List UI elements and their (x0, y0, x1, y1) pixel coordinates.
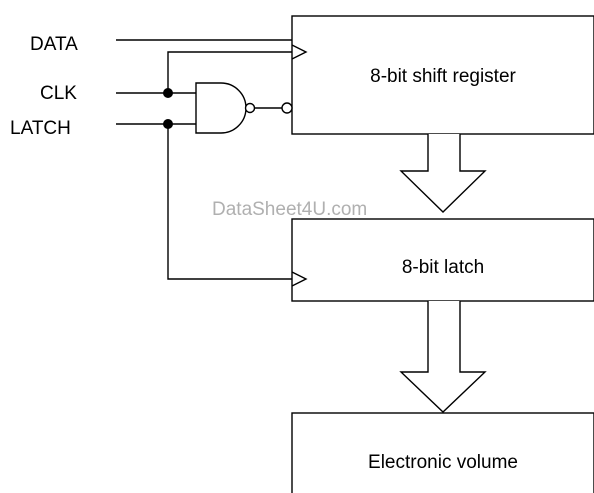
latch-clock-triangle (291, 271, 308, 287)
latch-label: 8-bit latch (402, 257, 484, 278)
bus-arrow-to-latch (399, 134, 487, 213)
latch-branch-wire (167, 124, 292, 280)
nand-output-bubble (244, 102, 256, 114)
latch-block (291, 218, 594, 302)
clk-junction-dot (163, 88, 173, 98)
inverted-input-bubble (281, 102, 293, 114)
latch-junction-dot (163, 119, 173, 129)
nand-gate (195, 82, 247, 134)
volume-block (291, 412, 594, 493)
data-signal-label: DATA (30, 34, 78, 55)
bus-arrow-to-volume (399, 301, 487, 413)
shift-register-clock-triangle (291, 44, 308, 60)
clk-signal-label: CLK (40, 83, 77, 104)
shift-register-block (291, 15, 594, 135)
latch-signal-label: LATCH (10, 118, 71, 139)
watermark-text: DataSheet4U.com (212, 199, 367, 220)
shift-register-label: 8-bit shift register (370, 66, 516, 87)
volume-label: Electronic volume (368, 452, 518, 473)
clk-branch-wire (167, 51, 292, 93)
